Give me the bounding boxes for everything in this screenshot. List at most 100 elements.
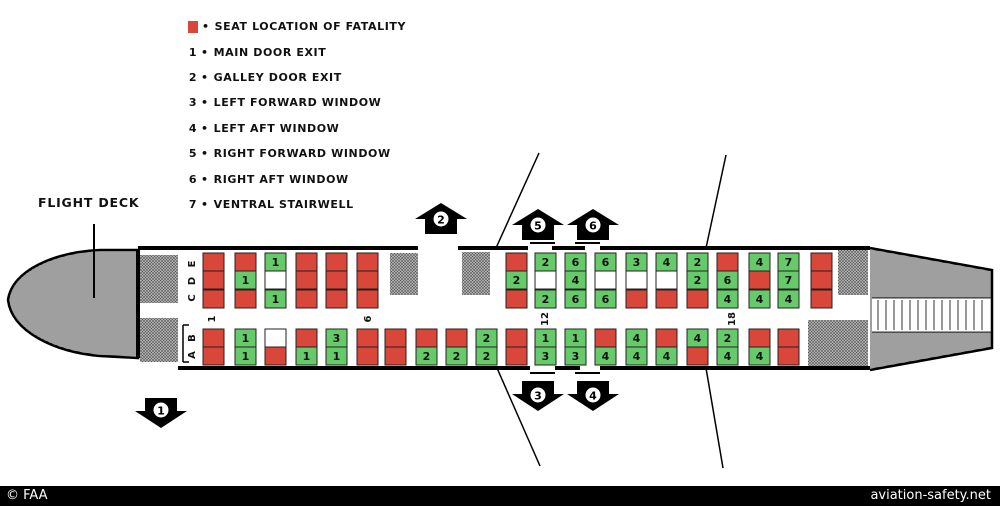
- legend-key: 5: [188, 147, 198, 161]
- fatality-seat: [655, 289, 678, 309]
- exit-marker-3: 3: [512, 381, 564, 411]
- seat-exit-number: 2: [453, 350, 461, 363]
- fatality-seat: [748, 270, 771, 290]
- fatality-seat: [295, 289, 318, 309]
- seat-exit-number: 4: [756, 350, 764, 363]
- survivor-seat: [264, 289, 287, 309]
- survivor-seat: [564, 346, 587, 366]
- legend: • SEAT LOCATION OF FATALITY 1 • MAIN DOO…: [188, 14, 488, 217]
- seat-exit-number: 2: [724, 332, 732, 345]
- marker-circle: [153, 402, 169, 418]
- seat-exit-number: 1: [333, 350, 341, 363]
- fatality-seat: [505, 252, 528, 272]
- survivor-seat: [325, 346, 348, 366]
- fatality-seat: [748, 328, 771, 348]
- legend-key: 2: [188, 70, 198, 84]
- seat-exit-number: 4: [663, 350, 671, 363]
- seat-exit-number: 1: [242, 350, 250, 363]
- survivor-seat: [234, 270, 257, 290]
- legend-bullet: •: [201, 96, 209, 110]
- seat-exit-number: 2: [483, 350, 491, 363]
- legend-item-1: 1 • MAIN DOOR EXIT: [188, 39, 488, 64]
- legend-label: LEFT FORWARD WINDOW: [213, 96, 382, 110]
- fuselage-walls: [136, 246, 870, 370]
- legend-label: RIGHT AFT WINDOW: [213, 172, 349, 186]
- seat-letter-b: B: [187, 334, 198, 342]
- fatality-seat: [594, 328, 617, 348]
- survivor-seat: [625, 346, 648, 366]
- marker-number: 4: [589, 390, 597, 403]
- fatality-seat: [202, 328, 225, 348]
- exit-marker-5: 5: [512, 209, 564, 240]
- survivor-seat: [716, 270, 739, 290]
- stair-steps: [872, 297, 992, 333]
- survivor-seat: [234, 346, 257, 366]
- aft-hatch-area: [838, 250, 868, 295]
- fatality-seat: [202, 252, 225, 272]
- footer-bar: © FAA aviation-safety.net: [0, 486, 1000, 506]
- flight-deck-label: FLIGHT DECK: [38, 195, 140, 210]
- fatality-seat: [295, 328, 318, 348]
- galley-block: [390, 253, 418, 295]
- seat-letter-d: D: [187, 277, 198, 285]
- seat-exit-number: 2: [483, 332, 491, 345]
- fatality-seat: [777, 328, 800, 348]
- legend-key: 7: [188, 197, 198, 211]
- survivor-seat: [748, 289, 771, 309]
- seat-exit-number: 2: [694, 256, 702, 269]
- marker-number: 1: [157, 405, 165, 418]
- fatality-seat: [810, 252, 833, 272]
- fuselage: [6, 152, 994, 469]
- empty-seat: [594, 270, 617, 290]
- fatality-seat: [295, 252, 318, 272]
- seat-exit-number: 1: [303, 350, 311, 363]
- legend-fatality-label: SEAT LOCATION OF FATALITY: [214, 20, 407, 34]
- fatality-seat: [384, 328, 407, 348]
- fatality-seat: [415, 328, 438, 348]
- empty-seat: [264, 328, 287, 348]
- legend-label: RIGHT FORWARD WINDOW: [213, 147, 391, 161]
- marker-number: 3: [534, 390, 542, 403]
- seat-exit-number: 6: [602, 256, 610, 269]
- fatality-seat: [356, 252, 379, 272]
- exit-marker-2: 2: [415, 203, 467, 234]
- legend-label: LEFT AFT WINDOW: [213, 121, 340, 135]
- seat-exit-number: 2: [542, 256, 550, 269]
- seat-letter-a: A: [187, 351, 198, 359]
- marker-number: 6: [589, 220, 597, 233]
- marker-circle: [585, 217, 601, 233]
- fatality-seat: [445, 328, 468, 348]
- survivor-seat: [748, 346, 771, 366]
- survivor-seat: [534, 346, 557, 366]
- seat-exit-number: 4: [756, 293, 764, 306]
- survivor-seat: [505, 270, 528, 290]
- survivor-seat: [716, 346, 739, 366]
- survivor-seat: [777, 289, 800, 309]
- legend-label: VENTRAL STAIRWELL: [213, 197, 354, 211]
- seat-exit-number: 4: [663, 256, 671, 269]
- seat-exit-number: 3: [333, 332, 341, 345]
- exit-marker-1: 1: [135, 398, 187, 428]
- empty-seat: [655, 270, 678, 290]
- fatality-seat: [202, 289, 225, 309]
- window-frames: [530, 242, 600, 374]
- survivor-seat: [564, 270, 587, 290]
- row-number-18: 18: [727, 312, 738, 326]
- fatality-seat: [810, 270, 833, 290]
- fatality-seat: [505, 328, 528, 348]
- fatality-seat: [202, 270, 225, 290]
- fatality-seat: [325, 289, 348, 309]
- seat-exit-number: 3: [572, 350, 580, 363]
- seat-exit-number: 2: [694, 274, 702, 287]
- flight-deck-panel: [140, 255, 178, 303]
- seat-letter-labels: E D C B A: [187, 260, 198, 358]
- fatality-seat: [356, 270, 379, 290]
- seat-exit-number: 4: [602, 350, 610, 363]
- legend-key: 4: [188, 121, 198, 135]
- footer-credit: © FAA: [6, 488, 48, 503]
- fatality-seat: [234, 289, 257, 309]
- fatality-seat: [686, 346, 709, 366]
- legend-bullet: •: [201, 147, 209, 161]
